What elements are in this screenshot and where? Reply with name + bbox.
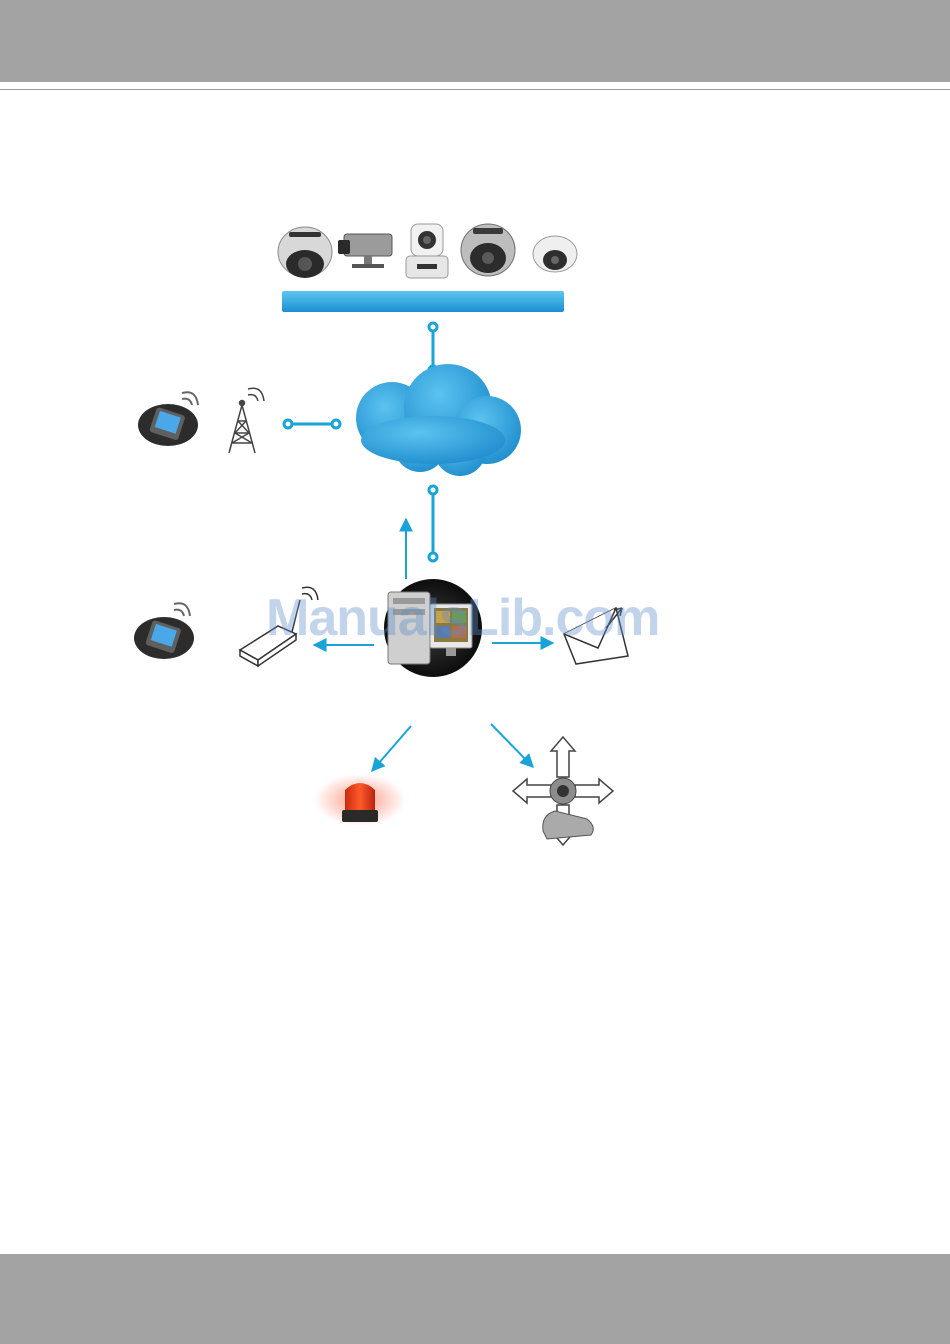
pda-icon [134,603,194,659]
dome-camera-icon [461,224,515,276]
arrow-to-ptz [491,724,533,767]
dome-camera-icon [278,227,332,278]
tower-icon [229,388,264,453]
ptz-move-icon [513,737,613,845]
ptz-camera-icon [406,224,448,278]
siren-icon [314,774,406,826]
footer-bar [0,1254,950,1344]
modem-icon [240,587,318,666]
connector-tower-cloud [284,420,340,428]
envelope-icon [564,608,628,664]
pda-icon [138,392,198,446]
server-icon [384,579,482,677]
cloud-icon [356,364,521,476]
connector-cloud-server [429,486,437,561]
box-camera-icon [338,234,392,268]
arrow-to-alarm [372,726,411,771]
dome-camera-icon [533,236,577,272]
camera-network-bar [282,291,564,312]
